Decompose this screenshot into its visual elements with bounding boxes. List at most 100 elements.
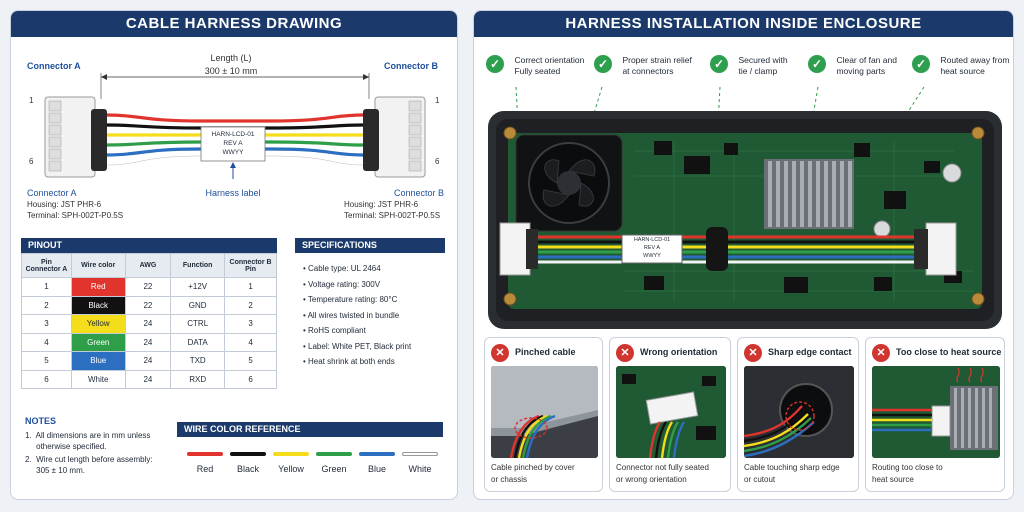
check-icon: ✓ bbox=[808, 55, 826, 73]
wire-swatch bbox=[359, 452, 395, 456]
connector-b-title: Connector B bbox=[384, 61, 438, 71]
col-pin-b: Connector B Pin bbox=[224, 253, 277, 278]
function-cell: CTRL bbox=[170, 314, 226, 334]
wire-swatch bbox=[230, 452, 266, 456]
awg-cell: 22 bbox=[124, 277, 172, 297]
pin-a-cell: 3 bbox=[21, 314, 72, 334]
spec-item: Cable type: UL 2464 bbox=[303, 261, 445, 277]
board-harness-label: HARN-LCD-01 REV A WWYY bbox=[633, 237, 671, 259]
pin-a-cell: 4 bbox=[21, 332, 72, 352]
specs-title: SPECIFICATIONS bbox=[295, 238, 445, 253]
wire-swatch bbox=[402, 452, 438, 456]
wire-color-cell: Blue bbox=[70, 351, 126, 371]
pinout-section: PINOUT Pin Connector A Wire color AWG Fu… bbox=[21, 238, 277, 389]
pin-b-cell: 2 bbox=[224, 295, 277, 315]
wire-ref-item: White bbox=[402, 452, 438, 474]
error-card-sharp-edge: ✕ Sharp edge contact Cable touching shar… bbox=[737, 337, 859, 492]
panel-title-right: HARNESS INSTALLATION INSIDE ENCLOSURE bbox=[474, 11, 1013, 37]
note-1: 1. All dimensions are in mm unless other… bbox=[25, 431, 151, 451]
pin-6-label-a: 6 bbox=[29, 157, 34, 166]
wire-ref-item: Blue bbox=[359, 452, 395, 474]
pin-a-cell: 1 bbox=[21, 277, 72, 297]
error-card-heat: ✕ Too close to heat source Routing too c… bbox=[865, 337, 1005, 492]
pin-a-cell: 6 bbox=[21, 369, 72, 389]
spec-item: Voltage rating: 300V bbox=[303, 277, 445, 293]
specs-list: Cable type: UL 2464Voltage rating: 300VT… bbox=[295, 261, 445, 370]
check-3: ✓ Secured with tie / clamp bbox=[710, 55, 788, 79]
col-wire-color: Wire color bbox=[70, 253, 126, 278]
sharp-edge-image bbox=[744, 366, 854, 458]
wire-ref-title: WIRE COLOR REFERENCE bbox=[177, 422, 443, 437]
enclosure-illustration bbox=[488, 86, 1002, 329]
wire-name: Blue bbox=[367, 464, 386, 474]
length-label: Length (L) bbox=[210, 53, 252, 63]
check-icon: ✓ bbox=[710, 55, 728, 73]
awg-cell: 24 bbox=[124, 351, 172, 371]
pin-b-cell: 1 bbox=[224, 277, 277, 297]
wire-ref-item: Yellow bbox=[273, 452, 309, 474]
error-card-orientation: ✕ Wrong orientation Connector not fully … bbox=[609, 337, 731, 492]
function-cell: DATA bbox=[170, 332, 226, 352]
check-5: ✓ Routed away from heat source bbox=[912, 55, 1009, 79]
spec-item: RoHS compliant bbox=[303, 323, 445, 339]
check-icon: ✓ bbox=[912, 55, 930, 73]
notes-section: NOTES 1. All dimensions are in mm unless… bbox=[25, 416, 175, 476]
awg-cell: 22 bbox=[124, 295, 172, 315]
connector-a-title: Connector A bbox=[27, 61, 81, 71]
check-4: ✓ Clear of fan and moving parts bbox=[808, 55, 897, 79]
error-x-icon: ✕ bbox=[491, 344, 509, 362]
cable-harness-drawing-panel: CABLE HARNESS DRAWING Length (L) 300 ± 1… bbox=[10, 10, 458, 500]
pinched-cable-image bbox=[491, 366, 598, 458]
panel-title-left: CABLE HARNESS DRAWING bbox=[11, 11, 457, 37]
wire-color-cell: White bbox=[70, 369, 126, 389]
pinout-table: Pin Connector A Wire color AWG Function … bbox=[21, 253, 277, 389]
wire-swatch bbox=[187, 452, 223, 456]
error-x-icon: ✕ bbox=[616, 344, 634, 362]
wire-color-cell: Yellow bbox=[70, 314, 126, 334]
wire-name: White bbox=[408, 464, 432, 474]
wire-color-cell: Red bbox=[70, 277, 126, 297]
awg-cell: 24 bbox=[124, 369, 172, 389]
function-cell: GND bbox=[170, 295, 226, 315]
pin-1-label-a: 1 bbox=[29, 96, 34, 105]
check-1: ✓ Correct orientation Fully seated bbox=[486, 55, 584, 79]
heat-source-image bbox=[872, 366, 1000, 458]
pin-b-cell: 3 bbox=[224, 314, 277, 334]
connector-a-info: Connector A Housing: JST PHR-6 Terminal:… bbox=[27, 188, 124, 220]
awg-cell: 24 bbox=[124, 314, 172, 334]
length-value: 300 ± 10 mm bbox=[204, 66, 258, 76]
pin-b-cell: 6 bbox=[224, 369, 277, 389]
spec-item: All wires twisted in bundle bbox=[303, 308, 445, 324]
notes-title: NOTES bbox=[25, 416, 57, 426]
check-2: ✓ Proper strain relief at connectors bbox=[594, 55, 692, 79]
harness-drawing bbox=[44, 73, 426, 179]
connector-b-info: Connector B Housing: JST PHR-6 Terminal:… bbox=[344, 188, 444, 220]
wire-name: Red bbox=[196, 464, 214, 474]
installation-panel: HARNESS INSTALLATION INSIDE ENCLOSURE ✓ … bbox=[473, 10, 1014, 500]
error-card-pinched: ✕ Pinched cable Cable pinched by cover o… bbox=[484, 337, 603, 492]
pin-a-cell: 5 bbox=[21, 351, 72, 371]
pin-a-cell: 2 bbox=[21, 295, 72, 315]
pin-6-label-b: 6 bbox=[435, 157, 440, 166]
check-icon: ✓ bbox=[486, 55, 504, 73]
pin-b-cell: 5 bbox=[224, 351, 277, 371]
error-x-icon: ✕ bbox=[744, 344, 762, 362]
spec-item: Heat shrink at both ends bbox=[303, 354, 445, 370]
pin-b-cell: 4 bbox=[224, 332, 277, 352]
wire-swatch bbox=[316, 452, 352, 456]
wire-ref-item: Black bbox=[230, 452, 266, 474]
function-cell: RXD bbox=[170, 369, 226, 389]
note-2: 2. Wire cut length before assembly: 305 … bbox=[25, 455, 153, 475]
wire-name: Green bbox=[321, 464, 347, 474]
spec-item: Label: White PET, Black print bbox=[303, 339, 445, 355]
function-cell: +12V bbox=[170, 277, 226, 297]
function-cell: TXD bbox=[170, 351, 226, 371]
